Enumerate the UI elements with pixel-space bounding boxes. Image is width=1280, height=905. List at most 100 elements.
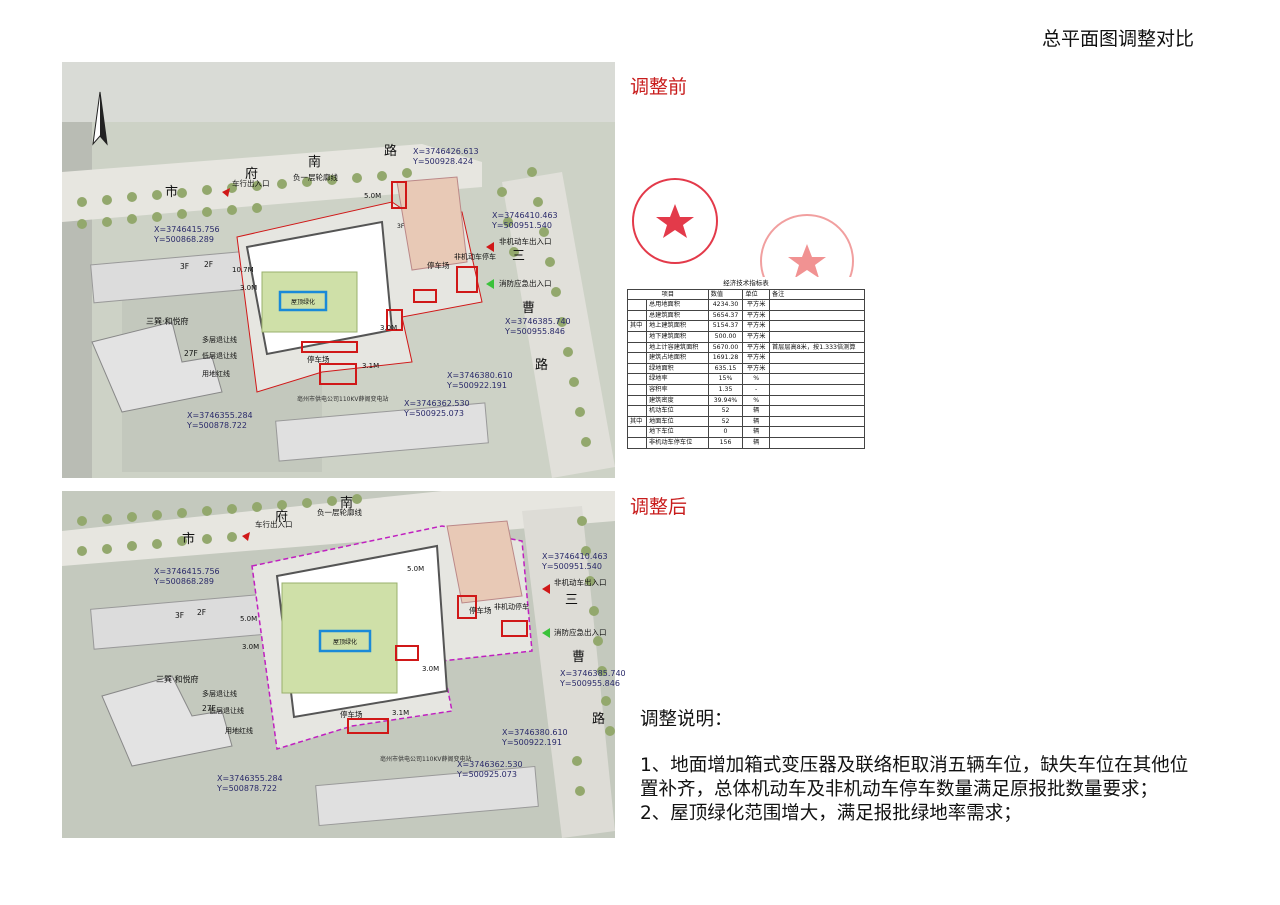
svg-text:3.0M: 3.0M: [242, 643, 259, 651]
svg-text:用地红线: 用地红线: [225, 726, 253, 735]
svg-text:Y=500928.424: Y=500928.424: [412, 157, 473, 166]
svg-text:Y=500925.073: Y=500925.073: [456, 770, 517, 779]
svg-text:X=3746355.284: X=3746355.284: [187, 411, 253, 420]
svg-text:府: 府: [245, 167, 258, 182]
svg-text:X=3746362.530: X=3746362.530: [404, 399, 470, 408]
svg-text:市: 市: [165, 184, 178, 200]
svg-text:曹: 曹: [572, 650, 585, 665]
company-seal-stamp: [632, 178, 718, 264]
svg-text:Y=500922.191: Y=500922.191: [446, 381, 507, 390]
svg-text:消防应急出入口: 消防应急出入口: [499, 278, 552, 288]
svg-text:非机动车停车: 非机动车停车: [454, 252, 496, 261]
svg-text:Y=500925.073: Y=500925.073: [403, 409, 464, 418]
svg-text:2F: 2F: [204, 260, 213, 269]
svg-text:停车场: 停车场: [307, 354, 330, 364]
svg-text:3F: 3F: [397, 223, 405, 230]
svg-text:Y=500878.722: Y=500878.722: [216, 784, 277, 793]
svg-text:Y=500955.846: Y=500955.846: [559, 679, 620, 688]
svg-text:停车场: 停车场: [340, 709, 363, 719]
svg-text:X=3746410.463: X=3746410.463: [542, 552, 608, 561]
svg-text:5.0M: 5.0M: [240, 615, 257, 623]
svg-text:Y=500951.540: Y=500951.540: [541, 562, 602, 571]
svg-text:X=3746426.613: X=3746426.613: [413, 147, 479, 156]
note-item-2: 2、屋顶绿化范围增大，满足报批绿地率需求；: [640, 803, 1022, 824]
svg-text:低层退让线: 低层退让线: [209, 706, 244, 715]
svg-text:X=3746380.610: X=3746380.610: [502, 728, 568, 737]
svg-text:X=3746355.284: X=3746355.284: [217, 774, 283, 783]
svg-text:3F: 3F: [175, 611, 184, 620]
svg-text:停车场: 停车场: [469, 605, 492, 615]
svg-text:南: 南: [308, 154, 321, 170]
svg-text:3F: 3F: [180, 262, 189, 271]
svg-text:多层退让线: 多层退让线: [202, 335, 237, 344]
svg-text:市: 市: [182, 531, 195, 547]
svg-text:非机动车出入口: 非机动车出入口: [499, 236, 552, 246]
svg-text:屋顶绿化: 屋顶绿化: [333, 638, 357, 646]
svg-text:曹: 曹: [522, 301, 535, 316]
svg-text:消防应急出入口: 消防应急出入口: [554, 627, 607, 637]
svg-text:三巽·和悦府: 三巽·和悦府: [146, 316, 189, 326]
svg-text:3.0M: 3.0M: [380, 324, 397, 332]
svg-text:三: 三: [512, 249, 525, 264]
svg-text:Y=500868.289: Y=500868.289: [153, 235, 214, 244]
svg-text:X=3746385.740: X=3746385.740: [560, 669, 626, 678]
svg-text:X=3746362.530: X=3746362.530: [457, 760, 523, 769]
roof-green-label: 屋顶绿化: [291, 298, 315, 306]
svg-text:亳州市供电公司110KV薛阁变电站: 亳州市供电公司110KV薛阁变电站: [297, 395, 389, 403]
svg-text:X=3746415.756: X=3746415.756: [154, 225, 220, 234]
north-arrow-icon: [92, 91, 108, 146]
svg-text:多层退让线: 多层退让线: [202, 689, 237, 698]
note-item-1: 1、地面增加箱式变压器及联络柜取消五辆车位，缺失车位在其他位置补齐，总体机动车及…: [640, 755, 1189, 800]
svg-text:10.7M: 10.7M: [232, 266, 254, 274]
svg-text:用地红线: 用地红线: [202, 369, 230, 378]
svg-text:Y=500878.722: Y=500878.722: [186, 421, 247, 430]
svg-text:路: 路: [384, 143, 397, 159]
adjustment-notes: 调整说明： 1、地面增加箱式变压器及联络柜取消五辆车位，缺失车位在其他位置补齐，…: [640, 708, 1200, 826]
svg-text:亳州市供电公司110KV薛阁变电站: 亳州市供电公司110KV薛阁变电站: [380, 755, 472, 763]
svg-text:南: 南: [340, 495, 353, 511]
svg-text:X=3746415.756: X=3746415.756: [154, 567, 220, 576]
svg-text:低层退让线: 低层退让线: [202, 351, 237, 360]
svg-text:X=3746385.740: X=3746385.740: [505, 317, 571, 326]
page-title: 总平面图调整对比: [1041, 28, 1194, 50]
svg-text:X=3746380.610: X=3746380.610: [447, 371, 513, 380]
after-label: 调整后: [630, 496, 688, 518]
svg-text:三: 三: [565, 593, 578, 608]
before-label: 调整前: [630, 76, 688, 98]
svg-text:Y=500922.191: Y=500922.191: [501, 738, 562, 747]
svg-text:府: 府: [275, 510, 288, 525]
svg-text:非机动车出入口: 非机动车出入口: [554, 577, 607, 587]
svg-text:车行出入口: 车行出入口: [255, 519, 293, 529]
svg-text:Y=500955.846: Y=500955.846: [504, 327, 565, 336]
svg-text:3.0M: 3.0M: [240, 284, 257, 292]
svg-text:负一层轮廓线: 负一层轮廓线: [293, 172, 338, 182]
svg-text:3.1M: 3.1M: [392, 709, 409, 717]
svg-text:非机动停车: 非机动停车: [494, 602, 529, 611]
svg-text:27F: 27F: [202, 704, 216, 713]
svg-text:3.1M: 3.1M: [362, 362, 379, 370]
svg-text:Y=500868.289: Y=500868.289: [153, 577, 214, 586]
before-site-plan: 屋顶绿化 市 府 南 路 三 曹 路 车行出入口 负一层轮廓线 非机动车出入口 …: [62, 62, 615, 478]
svg-text:27F: 27F: [184, 349, 198, 358]
svg-text:X=3746410.463: X=3746410.463: [492, 211, 558, 220]
svg-text:路: 路: [535, 357, 548, 373]
svg-text:负一层轮廓线: 负一层轮廓线: [317, 507, 362, 517]
svg-text:Y=500951.540: Y=500951.540: [491, 221, 552, 230]
svg-text:停车场: 停车场: [427, 260, 450, 270]
svg-text:3.0M: 3.0M: [422, 665, 439, 673]
notes-heading: 调整说明：: [640, 709, 733, 730]
